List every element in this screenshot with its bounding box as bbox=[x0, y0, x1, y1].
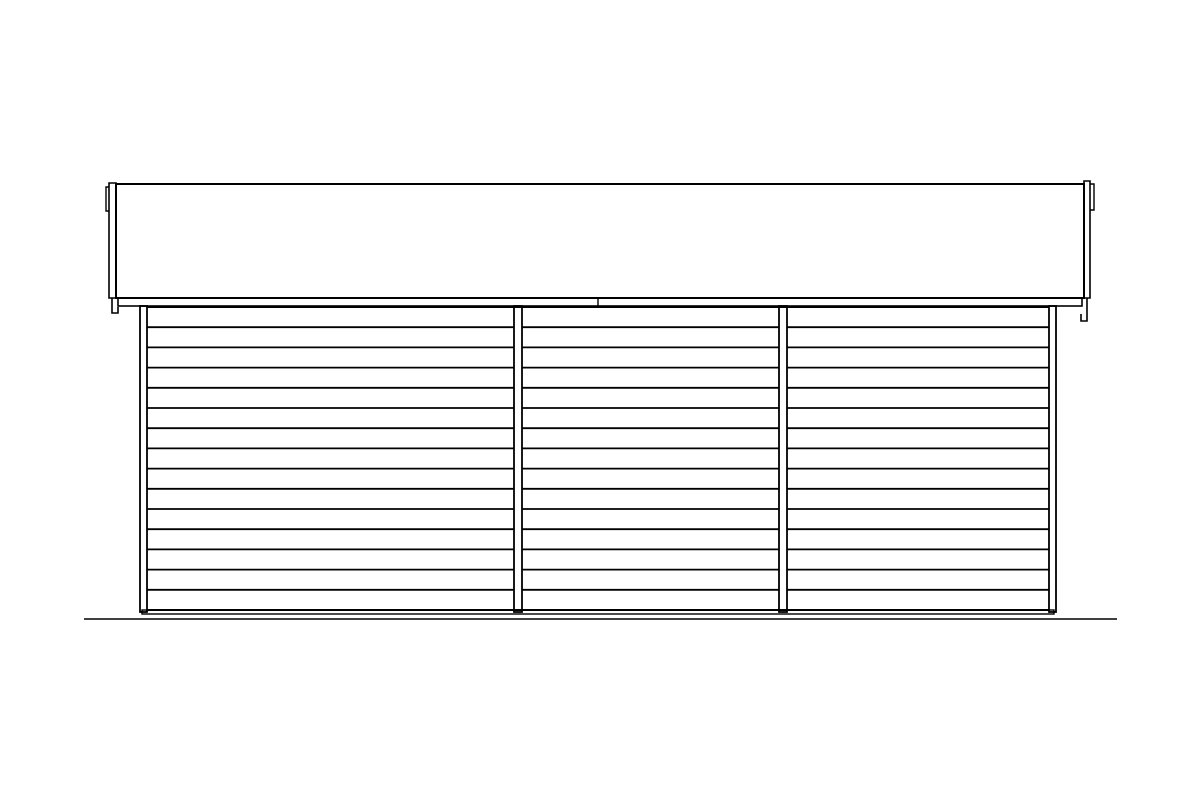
wall-left-post bbox=[139, 305, 148, 613]
roof-end-left bbox=[108, 182, 119, 314]
eaves-strip bbox=[117, 297, 1083, 307]
roof-end-right bbox=[1080, 180, 1091, 322]
wall-right-post bbox=[1048, 305, 1057, 613]
wall-post-2 bbox=[778, 305, 788, 613]
roof-end-left-tab bbox=[105, 186, 109, 212]
roof-end-right-tab bbox=[1090, 183, 1095, 211]
floor-sill bbox=[141, 609, 1055, 615]
roof-fascia bbox=[115, 183, 1085, 299]
wall-boards bbox=[147, 326, 1049, 591]
wall-post-1 bbox=[513, 305, 523, 613]
